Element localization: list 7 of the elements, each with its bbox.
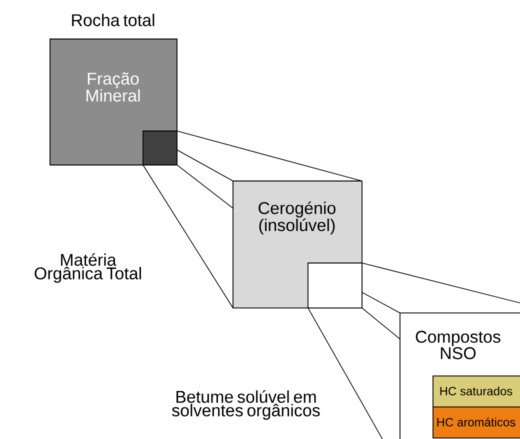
fraction-box: HC saturados <box>432 376 520 408</box>
caption-text: Matéria Orgânica Total <box>34 253 141 283</box>
fraction-box: HC aromáticos <box>432 406 520 438</box>
rock-box: Rocha total Fração Mineral <box>50 14 178 166</box>
caption-text: Betume solúvel em solventes orgânicos <box>172 390 320 420</box>
kerogen-box: Cerogénio (insolúvel) <box>232 180 362 308</box>
node-label: Rocha total <box>72 14 154 26</box>
